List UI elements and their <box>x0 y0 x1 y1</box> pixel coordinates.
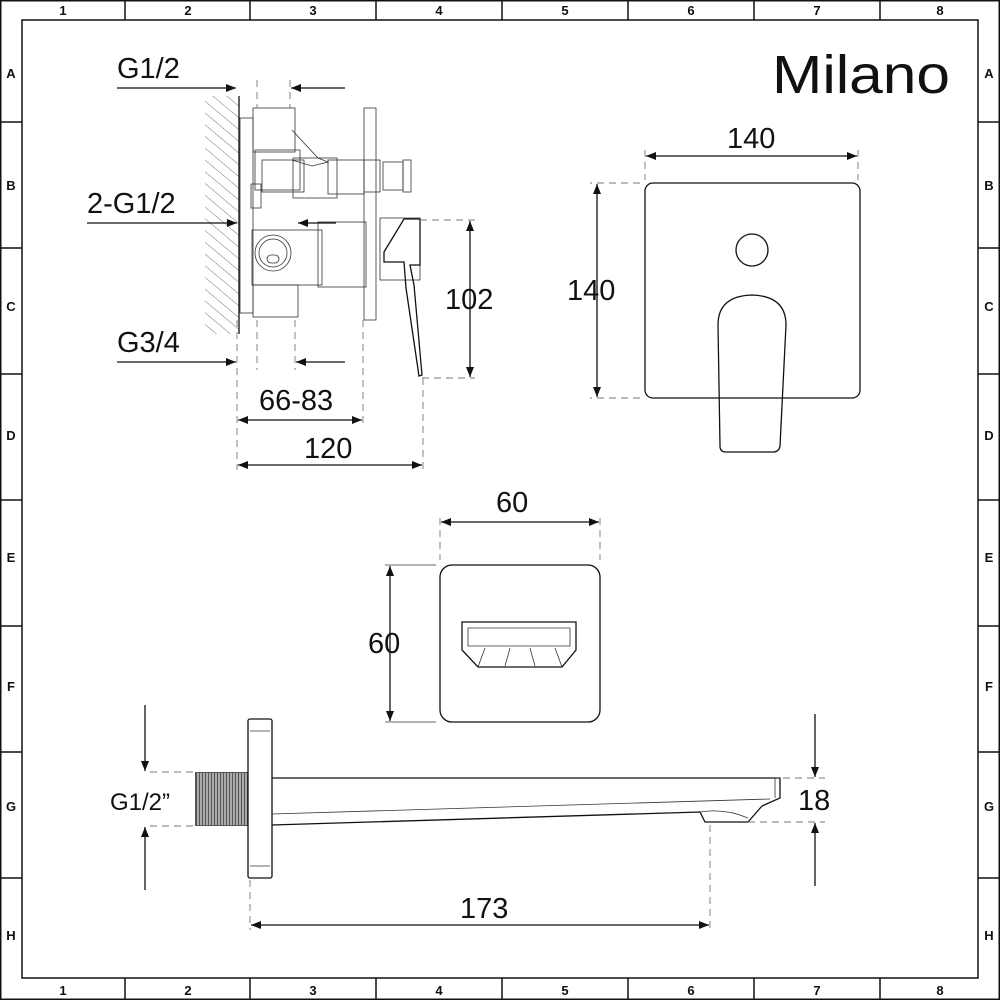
row-label: E <box>7 550 16 565</box>
col-label: 6 <box>687 983 694 998</box>
spout-height-dim-label: 18 <box>798 785 830 817</box>
wall-hatch <box>205 96 239 334</box>
depth-range-label: 66-83 <box>259 385 333 417</box>
row-label: D <box>984 428 993 443</box>
row-label: F <box>7 679 15 694</box>
col-label: 7 <box>813 983 820 998</box>
row-label: B <box>6 178 15 193</box>
brand-logo: Milano <box>772 45 950 105</box>
col-label: 8 <box>936 983 943 998</box>
plate-height-label: 140 <box>567 275 615 307</box>
col-label: 2 <box>184 983 191 998</box>
row-label: H <box>984 928 993 943</box>
overall-depth-label: 120 <box>304 433 352 465</box>
col-label: 5 <box>561 983 568 998</box>
row-label: C <box>984 299 994 314</box>
col-label: 3 <box>309 983 316 998</box>
row-label: A <box>6 66 16 81</box>
spout-outlet <box>461 621 577 668</box>
col-label: 4 <box>435 3 443 18</box>
spout-side-view: G1/2” 18 173 <box>110 705 830 930</box>
row-label: G <box>6 799 16 814</box>
row-label: G <box>984 799 994 814</box>
col-label: 8 <box>936 3 943 18</box>
inlet-bottom-label: G3/4 <box>117 327 180 359</box>
lever-handle-front <box>717 294 787 453</box>
spout-body <box>271 777 781 826</box>
col-label: 5 <box>561 3 568 18</box>
grid-labels: 1 2 3 4 5 6 7 8 1 2 3 4 5 6 7 8 A B C D … <box>6 3 994 998</box>
col-label: 7 <box>813 3 820 18</box>
spout-height-label: 60 <box>368 628 400 660</box>
col-label: 3 <box>309 3 316 18</box>
row-label: E <box>985 550 994 565</box>
col-label: 1 <box>59 3 66 18</box>
spout-front-view: 60 60 <box>368 487 601 723</box>
row-label: F <box>985 679 993 694</box>
col-label: 2 <box>184 3 191 18</box>
inlet-top-label: G1/2 <box>117 53 180 85</box>
row-label: C <box>6 299 16 314</box>
row-label: A <box>984 66 994 81</box>
handle-height-label: 102 <box>445 284 493 316</box>
outlets-label: 2-G1/2 <box>87 188 176 220</box>
col-label: 1 <box>59 983 66 998</box>
row-label: D <box>6 428 15 443</box>
diverter-button <box>735 233 769 267</box>
row-label: B <box>984 178 993 193</box>
spout-flange <box>247 718 273 879</box>
plate-width-label: 140 <box>727 123 775 155</box>
lever-handle-side <box>383 218 423 377</box>
col-label: 6 <box>687 3 694 18</box>
row-label: H <box>6 928 15 943</box>
col-label: 4 <box>435 983 443 998</box>
spout-width-label: 60 <box>496 487 528 519</box>
spout-plate <box>439 564 601 723</box>
cover-plate <box>644 182 861 399</box>
thread-size-label: G1/2” <box>110 789 170 816</box>
valve-side-view: G1/2 2-G1/2 G3/4 66-83 120 102 <box>87 53 493 470</box>
spout-length-label: 173 <box>460 893 508 925</box>
plate-front-view: 140 140 <box>567 123 861 453</box>
thread-lines <box>197 773 247 825</box>
